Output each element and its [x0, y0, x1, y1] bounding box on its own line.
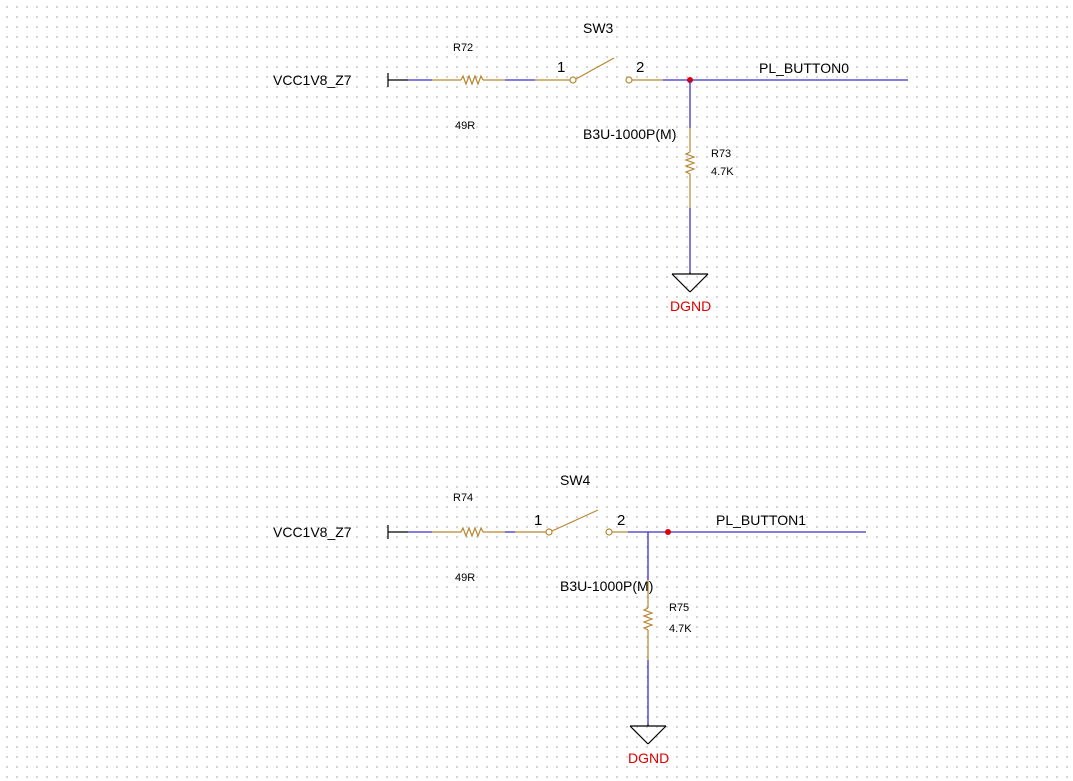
switch-sw3	[535, 57, 663, 84]
switch-ref: SW4	[560, 472, 591, 488]
switch-pin-1: 1	[534, 512, 542, 529]
power-port-label: VCC1V8_Z7	[273, 524, 352, 540]
switch-pin-2: 2	[617, 512, 625, 529]
pulldown-ref: R73	[711, 148, 731, 160]
switch-ref: SW3	[583, 20, 614, 36]
ground-label: DGND	[628, 750, 669, 766]
resistor-value: 49R	[455, 572, 475, 584]
switch-pin-1: 1	[557, 59, 565, 76]
junction-dot	[665, 529, 671, 535]
resistor-ref: R72	[453, 42, 473, 54]
resistor-r73	[684, 128, 696, 208]
switch-part: B3U-1000P(M)	[560, 578, 653, 594]
switch-pin-2: 2	[636, 59, 644, 76]
pulldown-value: 4.7K	[711, 166, 734, 178]
switch-part: B3U-1000P(M)	[583, 126, 676, 142]
resistor-r75	[642, 580, 654, 660]
power-port-symbol	[387, 525, 408, 539]
circuit-sw4: VCC1V8_Z7 R74 49R SW4 1 2 B3U-1000P(M)	[273, 472, 866, 766]
resistor-ref: R74	[453, 492, 473, 504]
resistor-value: 49R	[455, 120, 475, 132]
power-port-label: VCC1V8_Z7	[273, 72, 352, 88]
ground-label: DGND	[670, 298, 711, 314]
net-label: PL_BUTTON1	[716, 512, 806, 528]
resistor-r72	[432, 74, 505, 86]
pulldown-ref: R75	[669, 602, 689, 614]
ground-symbol	[629, 724, 667, 745]
circuit-sw3: VCC1V8_Z7 R72 49R SW3 1 2 B3U-1000P(M)	[273, 20, 908, 314]
switch-sw4	[515, 509, 628, 536]
power-port-symbol	[387, 73, 408, 87]
pulldown-value: 4.7K	[669, 623, 692, 635]
net-label: PL_BUTTON0	[759, 60, 849, 76]
resistor-r74	[432, 526, 505, 538]
ground-symbol	[671, 272, 709, 293]
